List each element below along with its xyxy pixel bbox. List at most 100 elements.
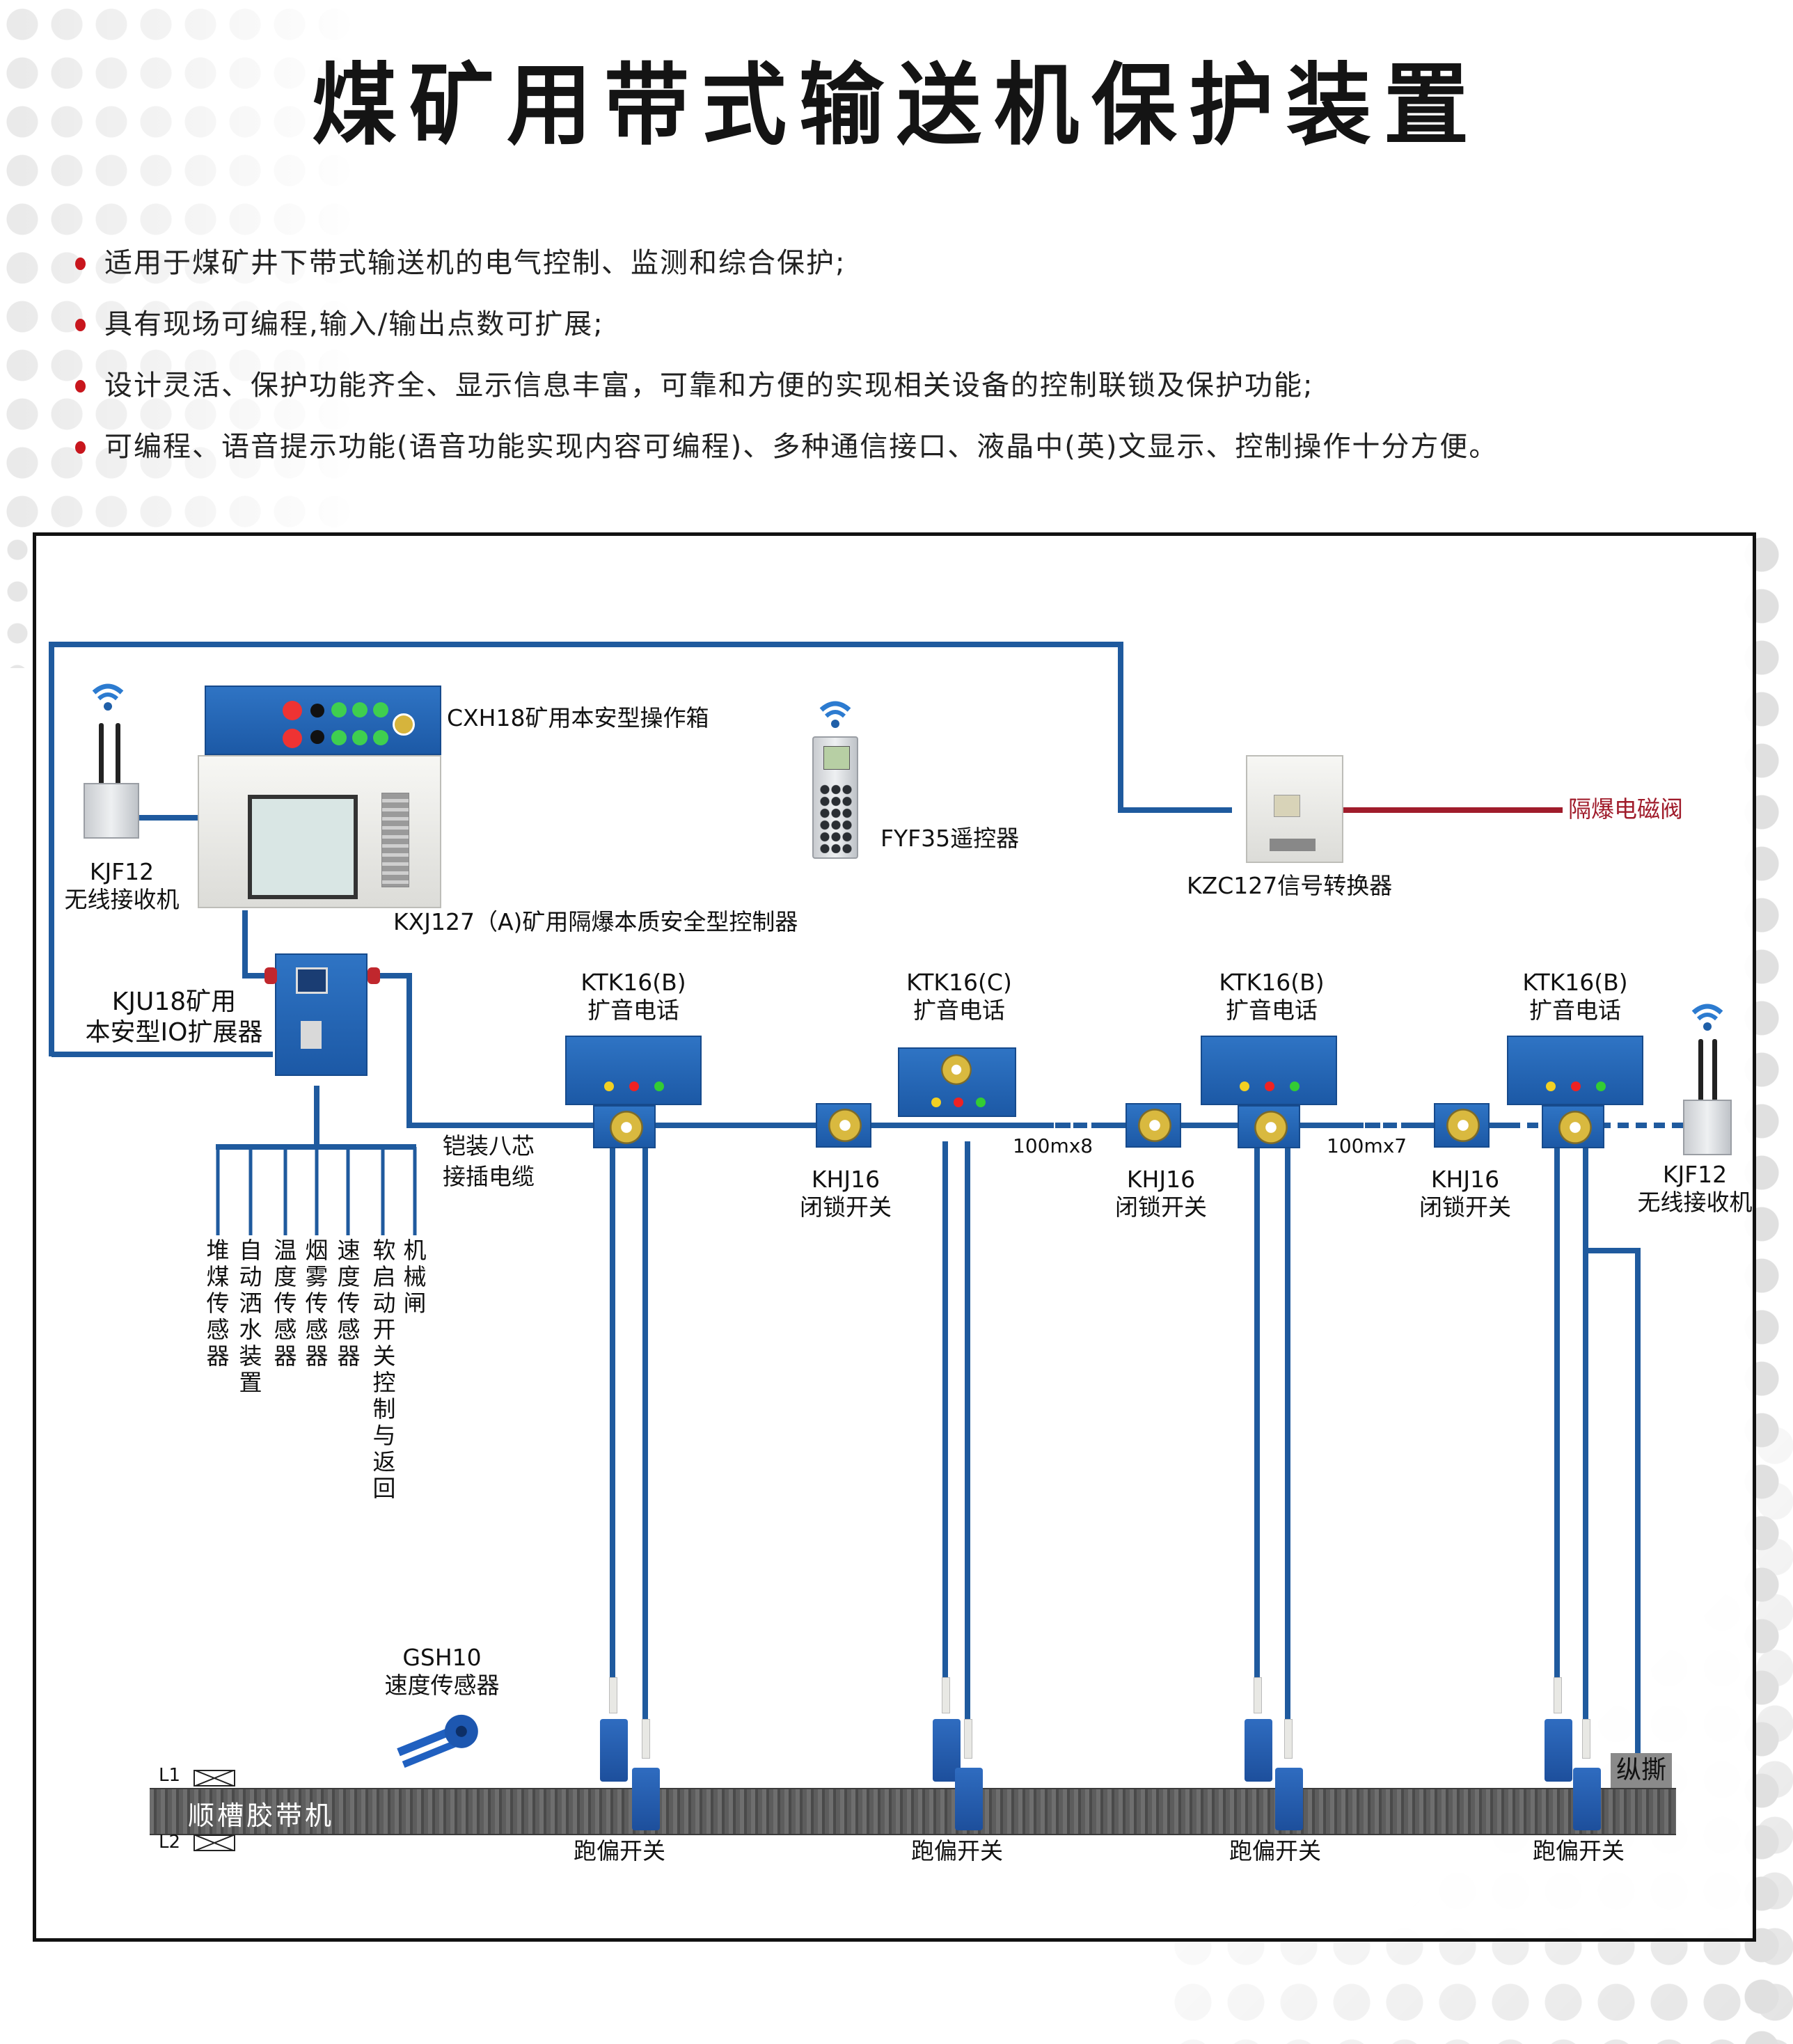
key-switch — [393, 713, 415, 736]
expander-screen — [296, 967, 328, 994]
expander-label: KJU18矿用 本安型IO扩展器 — [85, 988, 263, 1047]
deviation-switch-device — [1545, 1719, 1572, 1782]
deviation-switch-label: 跑偏开关 — [1533, 1837, 1625, 1864]
page-title: 煤矿用带式输送机保护装置 — [312, 53, 1481, 158]
lock-switch-device — [816, 1103, 871, 1148]
stop-button-red — [283, 701, 302, 720]
wifi-icon — [1691, 1004, 1723, 1031]
tear-detector-label: 纵撕 — [1611, 1753, 1672, 1788]
sensor-label-coal-pile: 堆煤传感器 — [206, 1237, 230, 1370]
feature-item: 适用于煤矿井下带式输送机的电气控制、监测和综合保护; — [75, 242, 1498, 303]
roller-top-label: L1 — [159, 1765, 181, 1786]
sensor-label-soft-start: 软启动开关控制与返回 — [372, 1237, 396, 1502]
remote-device — [811, 696, 860, 870]
deviation-switch-device — [1245, 1719, 1272, 1782]
sensor-label-speed: 速度传感器 — [337, 1237, 361, 1370]
speed-sensor-device — [397, 1714, 478, 1768]
receiver-body — [1683, 1100, 1732, 1155]
valve-label: 隔爆电磁阀 — [1568, 795, 1683, 823]
indicator-green — [373, 730, 388, 745]
deviation-switch-label: 跑偏开关 — [574, 1837, 665, 1864]
indicator-green — [352, 730, 368, 745]
roller-bottom-icon — [193, 1835, 235, 1851]
lock-switch-device — [1125, 1103, 1181, 1148]
wire-tear-loop — [1586, 1248, 1641, 1753]
remote-keypad — [819, 784, 853, 853]
receiver-left-label: KJF12 无线接收机 — [64, 858, 180, 913]
sensor-label-brake: 机械闸 — [403, 1237, 427, 1317]
sensor-label-smoke: 烟雾传感器 — [305, 1237, 329, 1370]
controller-screen — [248, 795, 358, 899]
phone-label: KTK16(B)扩音电话 — [580, 969, 686, 1024]
deviation-switch-device — [632, 1768, 660, 1830]
indicator-green — [331, 702, 347, 718]
background-dot-pattern-left — [0, 529, 32, 668]
antenna — [1698, 1039, 1703, 1102]
feature-item: 设计灵活、保护功能齐全、显示信息丰富，可靠和方便的实现相关设备的控制联锁及保护功… — [75, 365, 1498, 426]
feature-list: 适用于煤矿井下带式输送机的电气控制、监测和综合保护; 具有现场可编程,输入/输出… — [75, 242, 1498, 487]
indicator-green — [373, 702, 388, 718]
deviation-switch-device — [955, 1768, 983, 1830]
receiver-right-device — [1683, 999, 1732, 1159]
sensor-label-temperature: 温度传感器 — [274, 1237, 297, 1370]
antenna — [1712, 1039, 1717, 1102]
controller-keypad — [381, 793, 409, 887]
phone-label: KTK16(B)扩音电话 — [1522, 969, 1628, 1024]
wire-top-loop — [49, 642, 1232, 1056]
phone-speaker-device — [565, 1036, 702, 1105]
phone-label: KTK16(C)扩音电话 — [906, 969, 1012, 1024]
deviation-switch-label: 跑偏开关 — [911, 1837, 1003, 1864]
phone-speaker-device — [1201, 1036, 1337, 1105]
phone-junction-device — [1238, 1105, 1300, 1148]
phone-label: KTK16(B)扩音电话 — [1219, 969, 1325, 1024]
converter-label: KZC127信号转换器 — [1187, 872, 1393, 899]
remote-screen — [823, 746, 850, 770]
controller-device — [198, 755, 441, 908]
bullet-icon — [75, 258, 86, 270]
converter-device — [1246, 755, 1343, 863]
remote-body — [812, 736, 858, 859]
deviation-switch-device — [1275, 1768, 1303, 1830]
indicator-green — [331, 730, 347, 745]
bullet-icon — [75, 380, 86, 393]
wifi-icon — [92, 683, 124, 711]
operation-box-device — [205, 686, 441, 755]
span-label: 100mx7 — [1327, 1134, 1407, 1157]
feature-item: 具有现场可编程,输入/输出点数可扩展; — [75, 303, 1498, 365]
bullet-icon — [75, 441, 86, 454]
receiver-left-device — [84, 679, 139, 839]
speed-sensor-label: GSH10 速度传感器 — [384, 1644, 500, 1699]
phone-junction-device — [593, 1105, 656, 1148]
phone-junction-device — [1542, 1105, 1604, 1148]
controller-label: KXJ127（A)矿用隔爆本质安全型控制器 — [393, 908, 798, 935]
wire-controller-expander — [242, 910, 275, 979]
stop-button-red — [283, 729, 302, 748]
remote-label: FYF35遥控器 — [880, 825, 1020, 852]
phone-speaker-device — [1507, 1036, 1643, 1105]
deviation-switch-label: 跑偏开关 — [1229, 1837, 1321, 1864]
roller-top-icon — [193, 1770, 235, 1786]
bullet-icon — [75, 319, 86, 331]
roller-bottom-label: L2 — [159, 1832, 181, 1853]
receiver-right-label: KJF12 无线接收机 — [1637, 1161, 1753, 1216]
phone-speaker-device-c — [898, 1047, 1016, 1117]
conveyor-belt — [150, 1788, 1676, 1835]
wire-expander-chain — [368, 973, 1664, 1128]
conveyor-belt-label: 顺槽胶带机 — [188, 1800, 335, 1831]
deviation-switch-device — [1573, 1768, 1601, 1830]
span-label: 100mx8 — [1013, 1134, 1093, 1157]
expander-device — [275, 953, 368, 1076]
indicator-green — [352, 702, 368, 718]
deviation-switch-device — [600, 1719, 628, 1782]
antenna — [116, 723, 120, 786]
feature-item: 可编程、语音提示功能(语音功能实现内容可编程)、多种通信接口、液晶中(英)文显示… — [75, 426, 1498, 487]
cable-label: 铠装八芯 接插电缆 — [443, 1132, 535, 1190]
wifi-icon — [819, 701, 851, 728]
receiver-body — [84, 783, 139, 839]
sensor-label-sprinkler: 自动洒水装置 — [239, 1237, 262, 1396]
lock-switch-device — [1434, 1103, 1490, 1148]
